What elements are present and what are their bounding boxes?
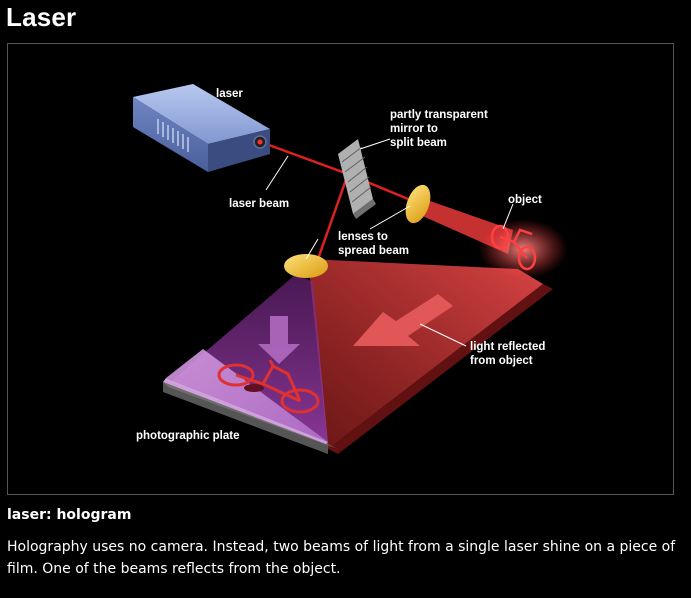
diagram-svg: laser laser beam partly transparent mirr… <box>133 84 568 454</box>
hologram-diagram: laser laser beam partly transparent mirr… <box>7 43 674 495</box>
upper-lens-icon <box>405 184 431 224</box>
reflected-arrow-icon <box>353 294 453 346</box>
caption-text: Holography uses no camera. Instead, two … <box>7 539 676 577</box>
label-lenses-line1: lenses to <box>338 231 388 243</box>
label-photographic-plate: photographic plate <box>136 430 240 442</box>
label-mirror-line2: mirror to <box>390 123 438 135</box>
label-mirror-line1: partly transparent <box>390 109 488 121</box>
laser-device <box>133 84 270 172</box>
label-mirror-line3: split beam <box>390 137 447 149</box>
label-lenses-line2: spread beam <box>338 245 409 257</box>
label-laser: laser <box>216 88 243 100</box>
reflected-light-region <box>308 259 553 454</box>
object-bicycle-icon <box>478 219 568 279</box>
photographic-plate <box>163 349 338 454</box>
label-reflected-line2: from object <box>470 355 533 367</box>
label-laser-beam: laser beam <box>229 198 289 210</box>
caption-title: laser: hologram <box>7 507 132 523</box>
label-reflected-line1: light reflected <box>470 341 545 353</box>
down-arrow-icon <box>258 316 300 364</box>
hologram-bicycle-icon <box>217 359 320 414</box>
beam-splitter-mirror <box>338 139 376 219</box>
lower-lens-icon <box>284 254 328 278</box>
label-object: object <box>508 194 542 206</box>
page-title: Laser <box>6 2 77 32</box>
leader-lines <box>265 138 514 347</box>
